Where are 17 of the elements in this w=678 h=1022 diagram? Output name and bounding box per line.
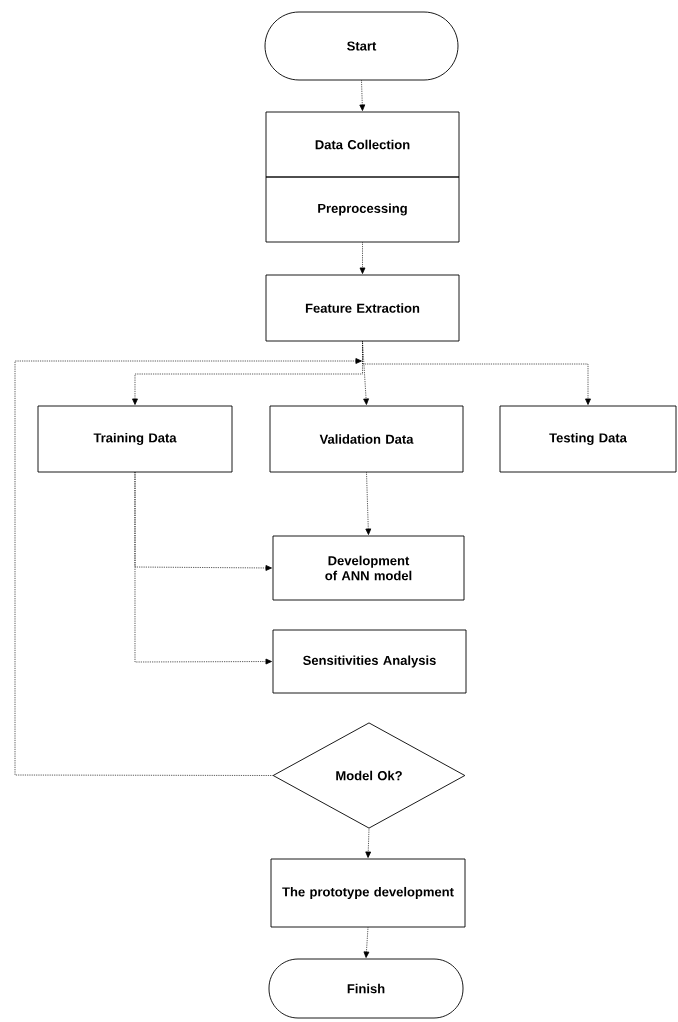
arrow xyxy=(134,471,272,665)
arrow xyxy=(14,358,362,776)
arrow xyxy=(359,242,366,274)
process-box: Data Collection xyxy=(265,111,460,178)
process-box: Preprocessing xyxy=(265,176,460,243)
process-box: Training Data xyxy=(37,405,233,473)
process-box: Feature Extraction xyxy=(265,274,460,342)
arrow xyxy=(362,341,591,405)
arrow xyxy=(363,927,370,958)
process-box: Validation Data xyxy=(269,405,464,473)
arrow xyxy=(365,472,372,535)
process-box: The prototype development xyxy=(270,858,466,928)
process-box: Testing Data xyxy=(499,405,677,473)
process-box: Development of ANN model xyxy=(272,535,465,601)
arrow xyxy=(359,80,366,111)
process-box: Sensitivities Analysis xyxy=(272,629,467,694)
arrow xyxy=(365,828,372,858)
